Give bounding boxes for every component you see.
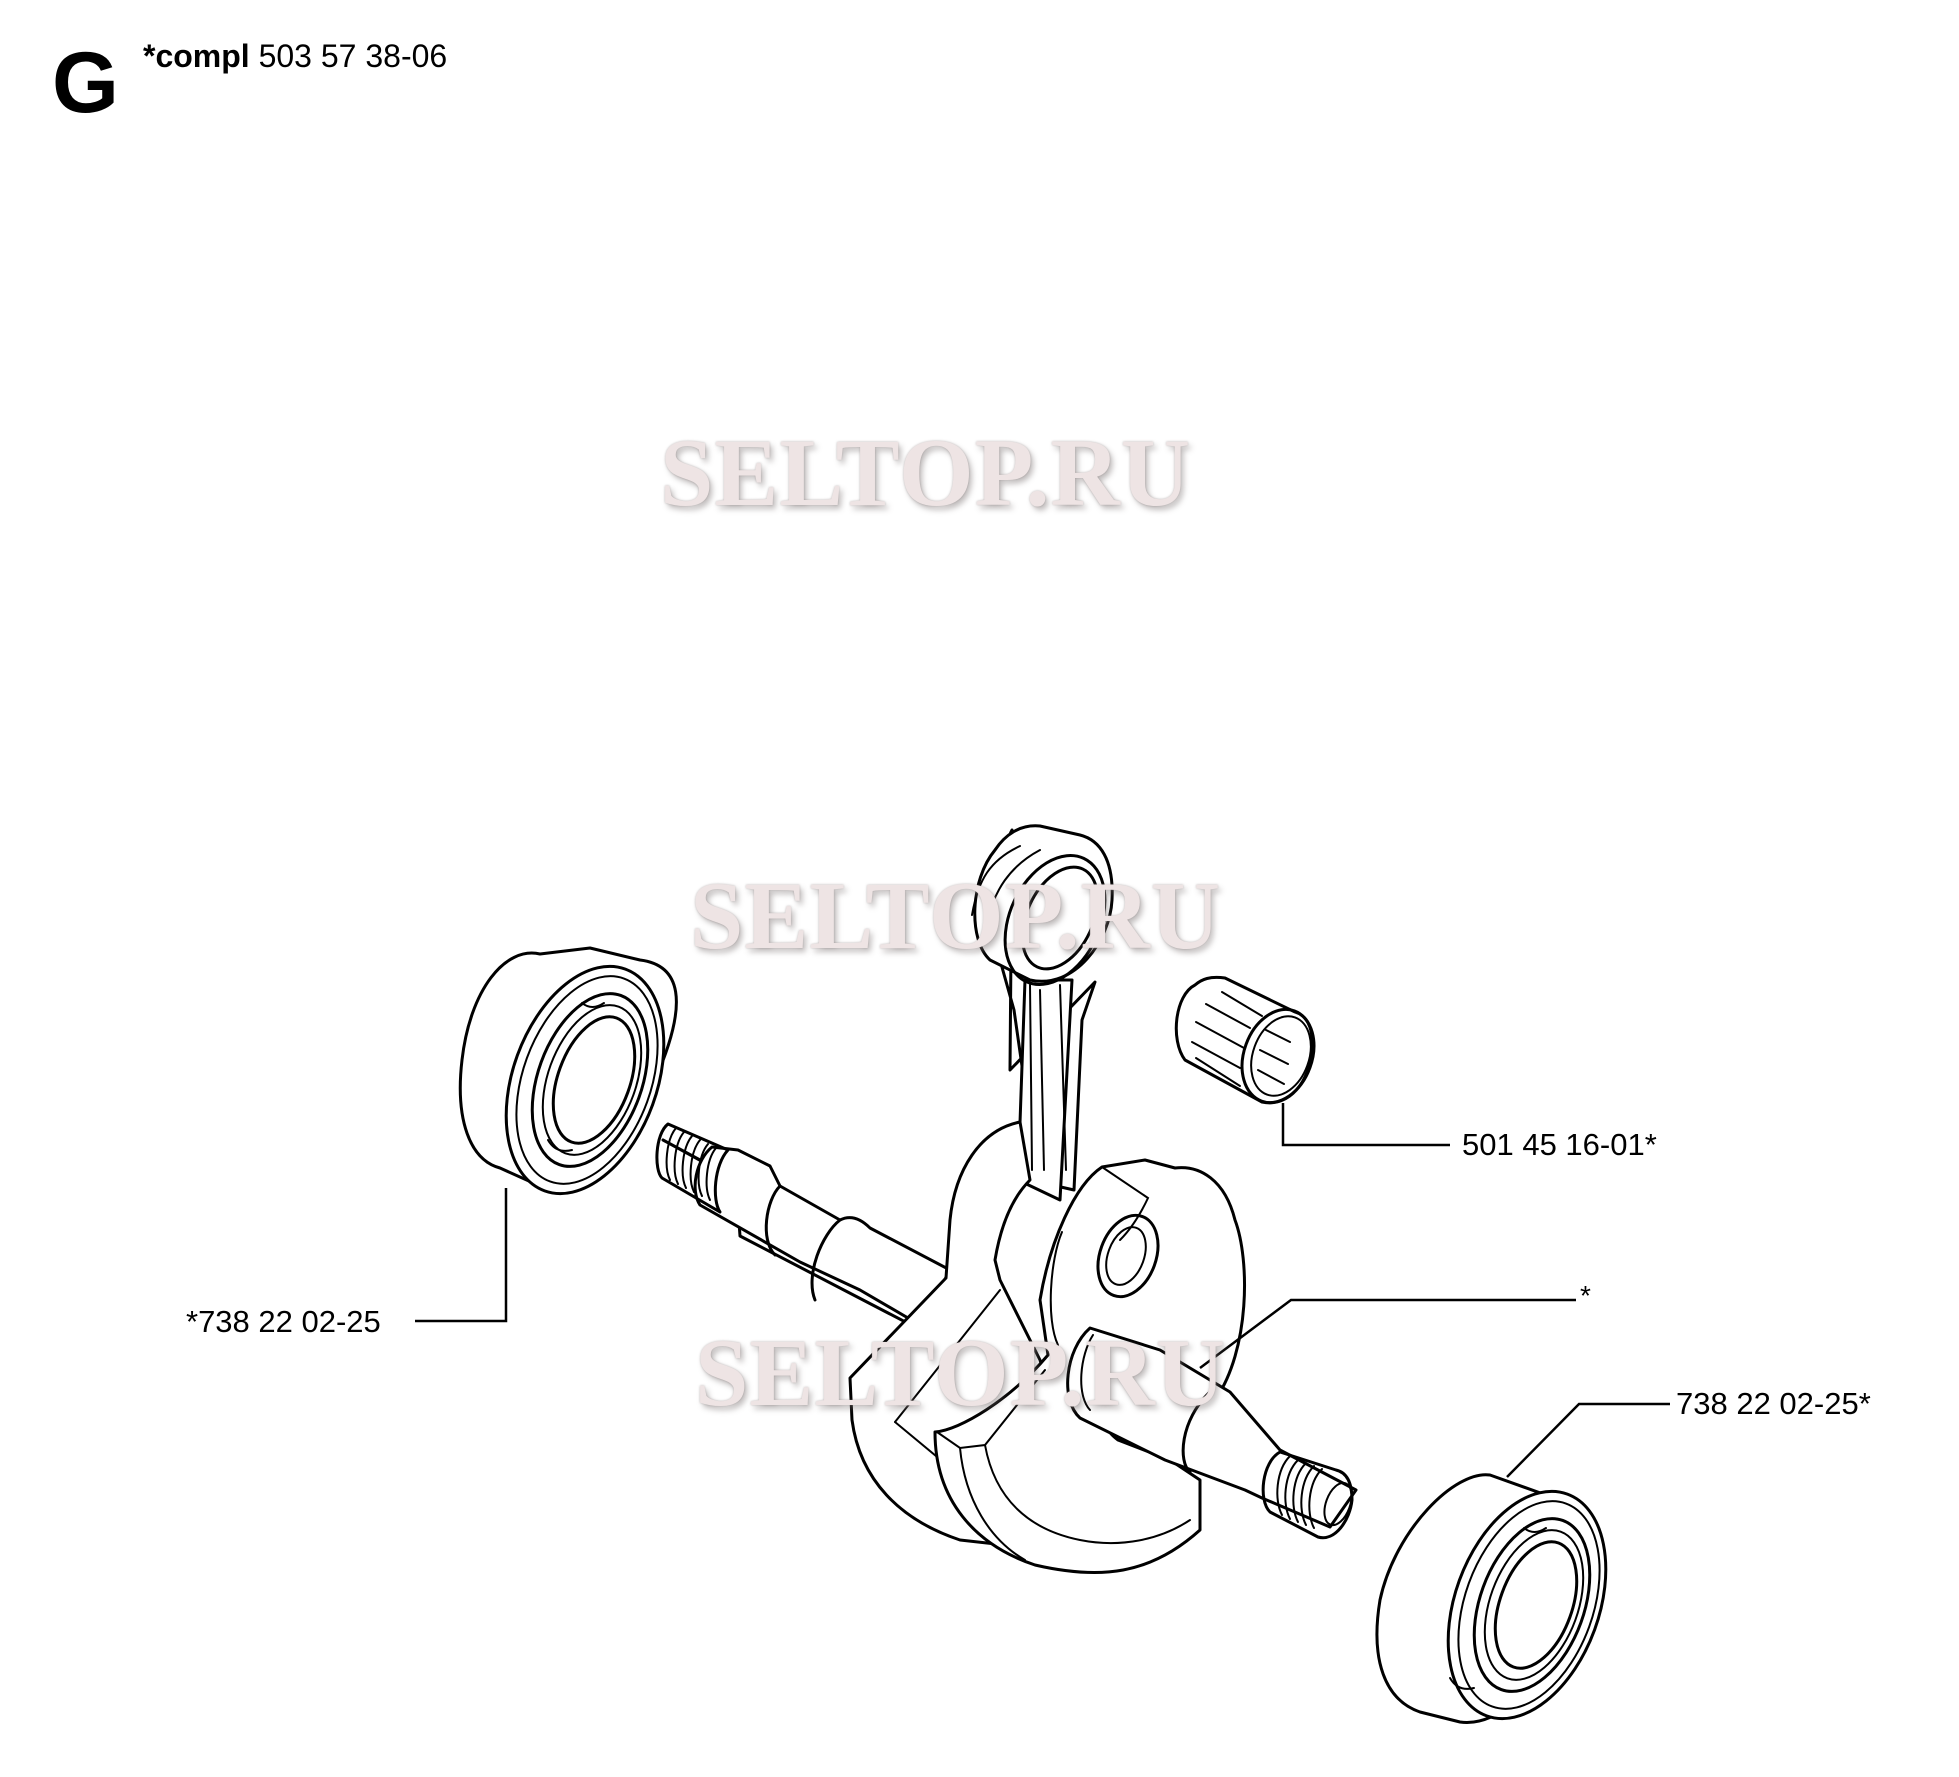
part-label-left-bearing[interactable]: *738 22 02-25 [186, 1304, 381, 1339]
leader-needle-bearing [1281, 1103, 1450, 1147]
right-ball-bearing[interactable] [1375, 1469, 1635, 1740]
crankshaft-assembly[interactable] [655, 824, 1358, 1575]
leader-crankshaft [1199, 1298, 1576, 1370]
needle-bearing[interactable] [1174, 975, 1326, 1112]
right-shaft [1066, 1326, 1358, 1540]
part-label-crankshaft[interactable]: * [1580, 1280, 1591, 1311]
leader-lines [415, 1103, 1670, 1478]
leader-left-bearing [415, 1188, 508, 1323]
connecting-rod [971, 824, 1114, 1202]
section-letter: G [52, 35, 119, 131]
left-ball-bearing[interactable] [458, 944, 693, 1215]
part-label-needle-bearing[interactable]: 501 45 16-01* [1462, 1127, 1657, 1162]
leader-right-bearing [1506, 1402, 1670, 1478]
assembly-number: 503 57 38-06 [258, 38, 448, 74]
assembly-prefix: *compl [143, 38, 250, 74]
assembly-title: *compl 503 57 38-06 [143, 38, 447, 75]
left-shaft [655, 1122, 962, 1342]
part-label-right-bearing[interactable]: 738 22 02-25* [1676, 1386, 1871, 1421]
